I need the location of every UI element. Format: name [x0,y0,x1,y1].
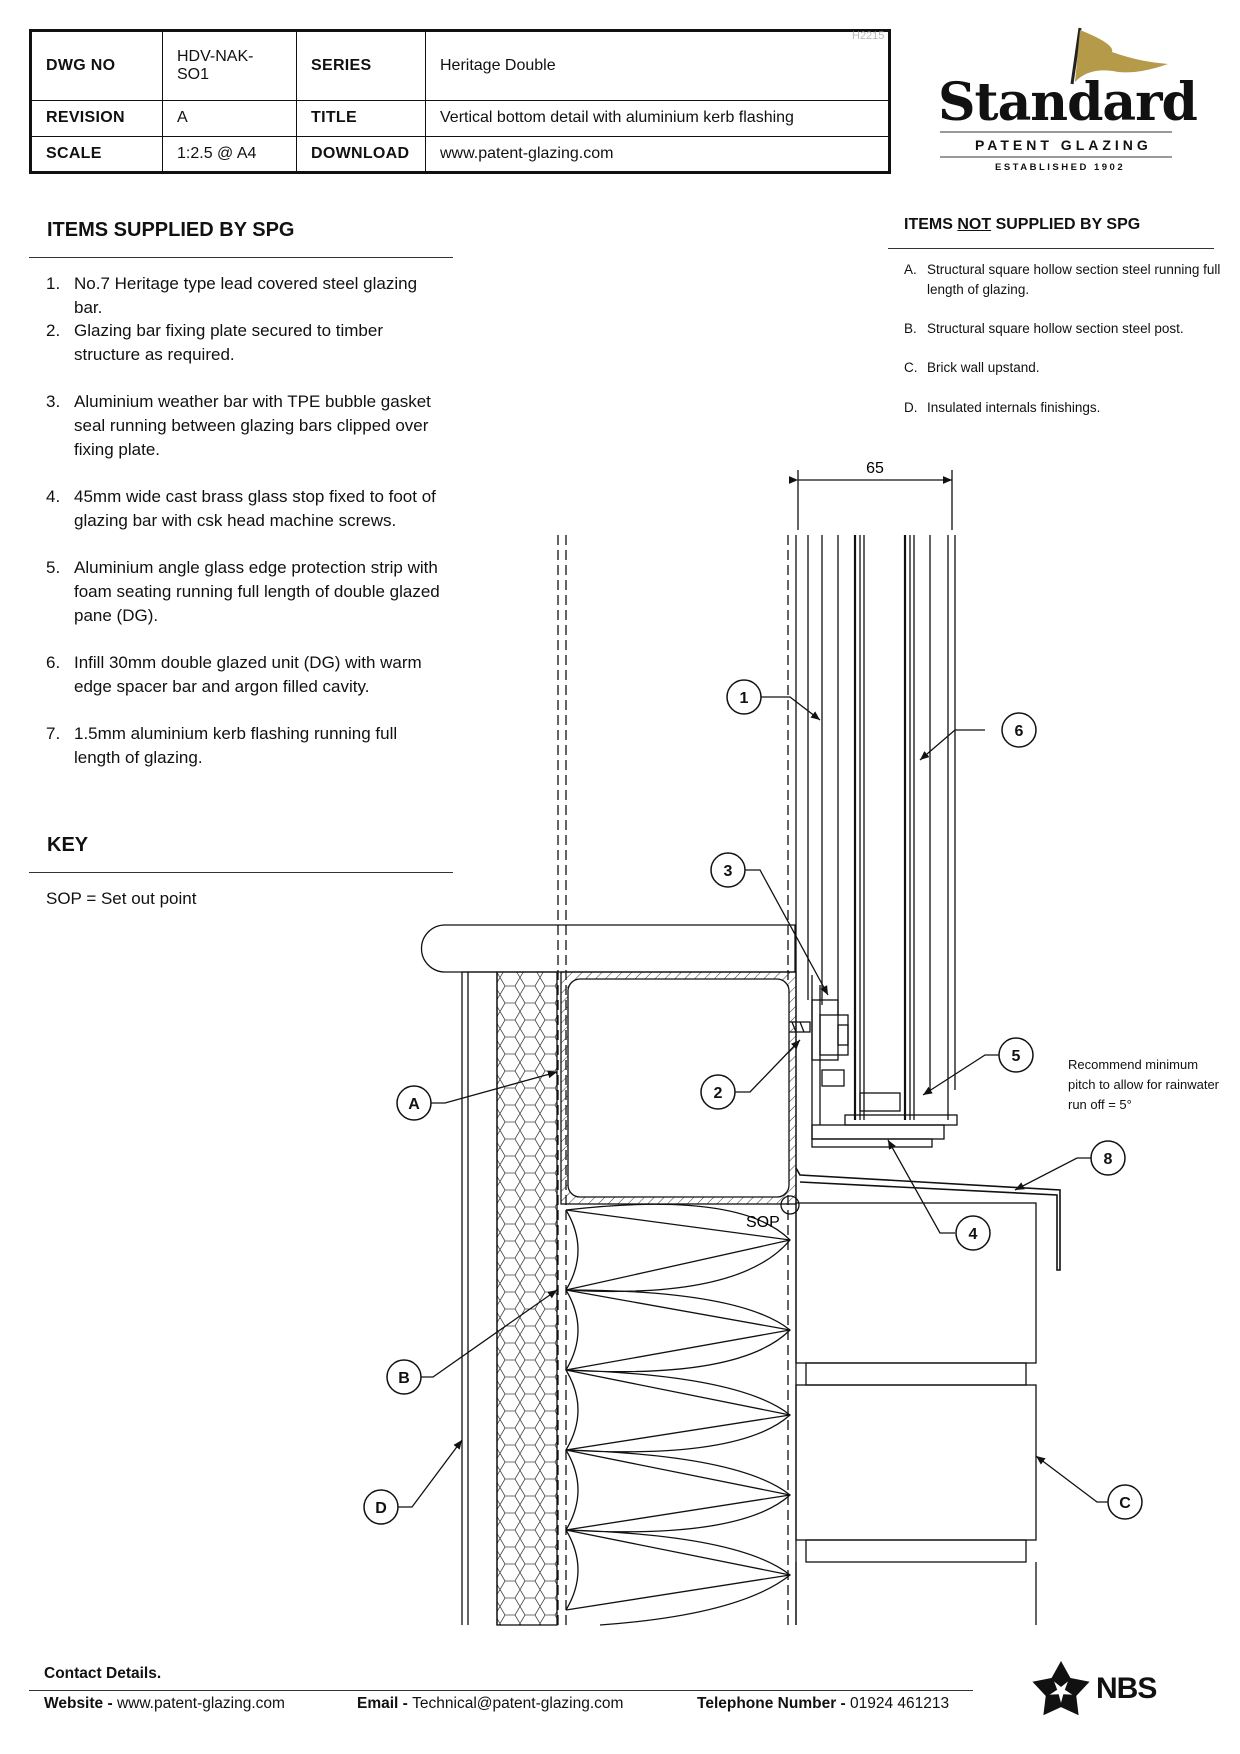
scale-label: SCALE [31,135,163,173]
key-rule [29,872,453,873]
dwg-no-label: DWG NO [31,30,163,102]
callout-6: 6 [1015,723,1024,740]
logo-rule-bottom [940,156,1172,158]
item-text: 1.5mm aluminium kerb flashing running fu… [74,724,398,767]
not-supplied-rule [888,248,1214,249]
email-link[interactable]: Technical@patent-glazing.com [412,1695,624,1712]
callout-5: 5 [1012,1048,1021,1065]
series-label: SERIES [296,30,426,102]
supplied-item: 1. No.7 Heritage type lead covered steel … [46,272,446,320]
title-block: DWG NO HDV-NAK-SO1 SERIES Heritage Doubl… [29,29,891,174]
key-text: SOP = Set out point [46,889,197,908]
revision-value: A [162,100,297,137]
not-supplied-item: A.Structural square hollow section steel… [904,262,1221,297]
supplied-item: 7. 1.5mm aluminium kerb flashing running … [46,722,446,770]
item-number: 7. [46,724,61,743]
item-number: 5. [46,558,61,577]
key-heading: KEY [47,834,89,856]
logo-subtitle: PATENT GLAZING [975,137,1152,153]
brick-upstand [795,1202,1037,1364]
drawing-ref-code: H2215 [852,30,885,42]
title-value: Vertical bottom detail with aluminium ke… [425,100,889,137]
item-text: Aluminium weather bar with TPE bubble ga… [74,392,431,459]
callout-8: 8 [1104,1151,1113,1168]
quilt-insulation [565,1203,792,1626]
item-number: 1. [46,274,61,293]
supplied-item: 6. Infill 30mm double glazed unit (DG) wi… [46,651,446,699]
nbs-logo-icon [1032,1661,1090,1716]
pitch-note: Recommend minimum pitch to allow for rai… [1068,1057,1220,1112]
callout-b: B [398,1370,410,1387]
dwg-no-value: HDV-NAK-SO1 [162,30,297,102]
not-supplied-item: C.Brick wall upstand. [904,360,1040,375]
not-supplied-item: B.Structural square hollow section steel… [904,321,1184,336]
download-label: DOWNLOAD [296,135,426,173]
item-number: 6. [46,653,61,672]
logo-wordmark: Standard [938,72,1198,133]
not-supplied-item: D.Insulated internals finishings. [904,400,1101,415]
supplied-item: 5. Aluminium angle glass edge protection … [46,556,446,628]
supplied-item: 2. Glazing bar fixing plate secured to ti… [46,319,446,367]
footer-rule [29,1690,973,1691]
nbs-wordmark: NBS [1096,1672,1157,1705]
item-number: 3. [46,392,61,411]
callout-a: A [408,1096,420,1113]
dimension-text: 65 [866,460,884,477]
logo-established: ESTABLISHED 1902 [995,162,1126,173]
callout-4: 4 [969,1226,978,1243]
callout-3: 3 [724,863,733,880]
sop-label: SOP [746,1214,780,1231]
footer-phone: Telephone Number - 01924 461213 [697,1695,950,1712]
footer-website: Website - www.patent-glazing.com [44,1695,285,1712]
contact-heading: Contact Details. [44,1665,162,1682]
not-supplied-heading: ITEMS NOT SUPPLIED BY SPG [904,216,1141,233]
title-label: TITLE [296,100,426,137]
callout-d: D [375,1500,387,1517]
kerb-flashing [795,1167,1061,1271]
item-number: 2. [46,321,61,340]
supplied-item: 3. Aluminium weather bar with TPE bubble … [46,390,446,462]
supplied-item: 4. 45mm wide cast brass glass stop fixed … [46,485,446,533]
callout-2: 2 [714,1085,723,1102]
item-text: No.7 Heritage type lead covered steel gl… [74,274,418,317]
revision-label: REVISION [31,100,163,137]
supplied-heading: ITEMS SUPPLIED BY SPG [47,219,295,241]
item-number: 4. [46,487,61,506]
insulation-board [496,971,558,1626]
logo-rule-top [940,131,1172,133]
flag-logo-icon [1070,27,1168,85]
item-text: Infill 30mm double glazed unit (DG) with… [74,653,422,696]
scale-value: 1:2.5 @ A4 [162,135,297,173]
website-link[interactable]: www.patent-glazing.com [116,1695,285,1712]
supplied-rule [29,257,453,258]
download-value: www.patent-glazing.com [425,135,889,173]
item-text: Glazing bar fixing plate secured to timb… [74,321,383,364]
item-text: 45mm wide cast brass glass stop fixed to… [74,487,436,530]
callout-c: C [1119,1495,1131,1512]
callout-circles [363,679,1143,1525]
callout-1: 1 [740,690,749,707]
set-out-point-marker [780,1195,800,1215]
footer-email: Email - Technical@patent-glazing.com [357,1695,624,1712]
item-text: Aluminium angle glass edge protection st… [74,558,440,625]
